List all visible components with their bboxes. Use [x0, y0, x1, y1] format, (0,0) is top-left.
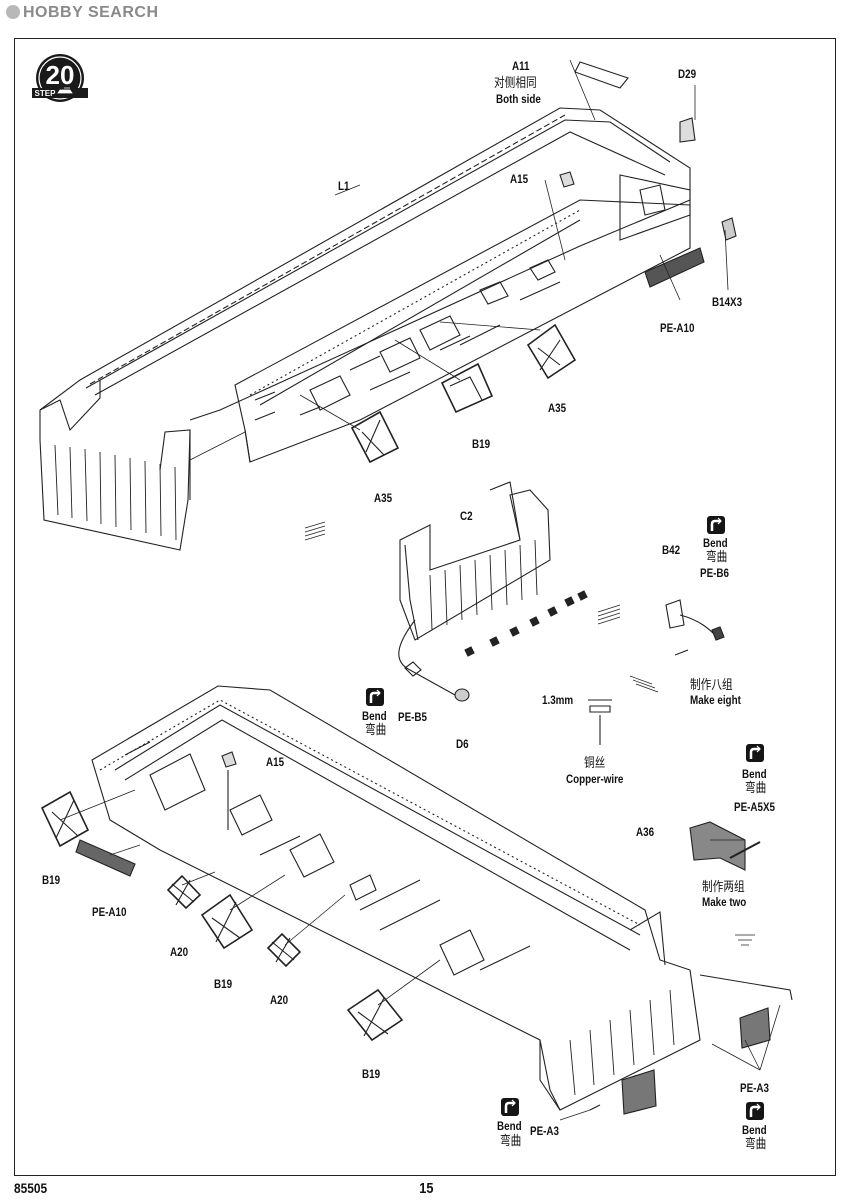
- label-a11-cn: 对侧相同: [494, 75, 537, 90]
- label-a20-left: A20: [170, 945, 189, 959]
- plate-a35-right: [526, 323, 577, 380]
- hull-side-plate-top: [234, 199, 691, 463]
- upper-hull-panel-top: [39, 107, 691, 551]
- plate-b19-left: [40, 790, 90, 848]
- label-a36: A36: [636, 825, 655, 839]
- brand-logo-icon: [6, 5, 20, 19]
- plate-b19-mid: [200, 893, 254, 950]
- label-pe-a3-bottom: PE-A3: [530, 1124, 559, 1138]
- label-pe-b6: PE-B6: [700, 566, 729, 580]
- grille-pe-a3-right: [699, 974, 793, 1049]
- label-bend-en: Bend: [703, 536, 728, 550]
- vent-pe-a10-bottom: [75, 839, 136, 877]
- label-bend-en: Bend: [742, 1123, 767, 1137]
- page-frame: [14, 38, 836, 1176]
- label-a20-mid: A20: [270, 993, 289, 1007]
- plate-b19-top: [440, 362, 494, 414]
- label-b14x3: B14X3: [712, 295, 743, 309]
- upper-hull-panel-bottom: [91, 685, 701, 1111]
- label-bend-en: Bend: [497, 1119, 522, 1133]
- label-bend-cn: 弯曲: [500, 1133, 522, 1148]
- bend-icon: [707, 516, 725, 534]
- step-number: 20: [46, 60, 75, 90]
- plate-a20-left: [166, 874, 202, 910]
- label-bend-en: Bend: [362, 709, 387, 723]
- rear-box-top: [559, 61, 737, 288]
- label-bend-cn: 弯曲: [706, 549, 728, 564]
- label-make-two-en: Make two: [702, 895, 747, 909]
- brand-watermark: HOBBY SEARCH: [6, 4, 159, 22]
- label-bend-en: Bend: [742, 767, 767, 781]
- label-pe-a10-top: PE-A10: [660, 321, 695, 335]
- page-number: 15: [419, 1180, 434, 1197]
- label-c2: C2: [460, 509, 473, 523]
- label-wire-size: 1.3mm: [542, 693, 574, 707]
- label-make-two-cn: 制作两组: [702, 879, 745, 894]
- step-word: STEP: [35, 89, 57, 98]
- plate-a20-mid: [266, 932, 302, 968]
- label-a11: A11: [512, 59, 530, 73]
- bend-icon: [746, 1102, 764, 1120]
- label-b19-mid: B19: [214, 977, 233, 991]
- copper-wire-part: [588, 699, 612, 745]
- rear-plate-c2: [398, 481, 588, 702]
- label-l1: L1: [338, 179, 350, 193]
- label-a35-left: A35: [374, 491, 393, 505]
- label-a15-top: A15: [510, 172, 529, 186]
- bend-icon: [501, 1098, 519, 1116]
- grille-pe-a3-bottom: [589, 1069, 657, 1115]
- bend-icon: [366, 688, 384, 706]
- label-a11-en: Both side: [496, 92, 541, 106]
- label-pe-a3-right: PE-A3: [740, 1081, 769, 1095]
- step-badge: 20 STEP: [28, 52, 92, 104]
- plate-a35-left: [350, 410, 400, 464]
- product-code: 85505: [14, 1180, 48, 1196]
- label-pe-a5x5: PE-A5X5: [734, 800, 776, 814]
- label-a15-bottom: A15: [266, 755, 285, 769]
- label-d29: D29: [678, 67, 697, 81]
- label-d6: D6: [456, 737, 469, 751]
- label-pe-a10-bottom: PE-A10: [92, 905, 127, 919]
- label-b19-left: B19: [42, 873, 61, 887]
- label-b19-bottom: B19: [362, 1067, 381, 1081]
- label-bend-cn: 弯曲: [745, 1136, 767, 1151]
- label-b19-top: B19: [472, 437, 491, 451]
- label-bend-cn: 弯曲: [745, 780, 767, 795]
- label-pe-b5: PE-B5: [398, 710, 427, 724]
- grille-a36: [689, 821, 761, 871]
- label-a35-right: A35: [548, 401, 567, 415]
- part-a15-bottom: [221, 751, 237, 830]
- label-b42: B42: [662, 543, 681, 557]
- label-make-eight-cn: 制作八组: [690, 677, 733, 692]
- label-make-eight-en: Make eight: [690, 693, 741, 707]
- tank-icon: [57, 87, 73, 94]
- bend-icon: [746, 744, 764, 762]
- label-copper-en: Copper-wire: [566, 772, 624, 786]
- plate-b19-bottom: [346, 988, 404, 1042]
- label-copper-cn: 铜丝: [584, 755, 606, 770]
- part-b42: [665, 599, 725, 656]
- label-bend-cn: 弯曲: [365, 722, 387, 737]
- hatched-arrow: [304, 521, 755, 946]
